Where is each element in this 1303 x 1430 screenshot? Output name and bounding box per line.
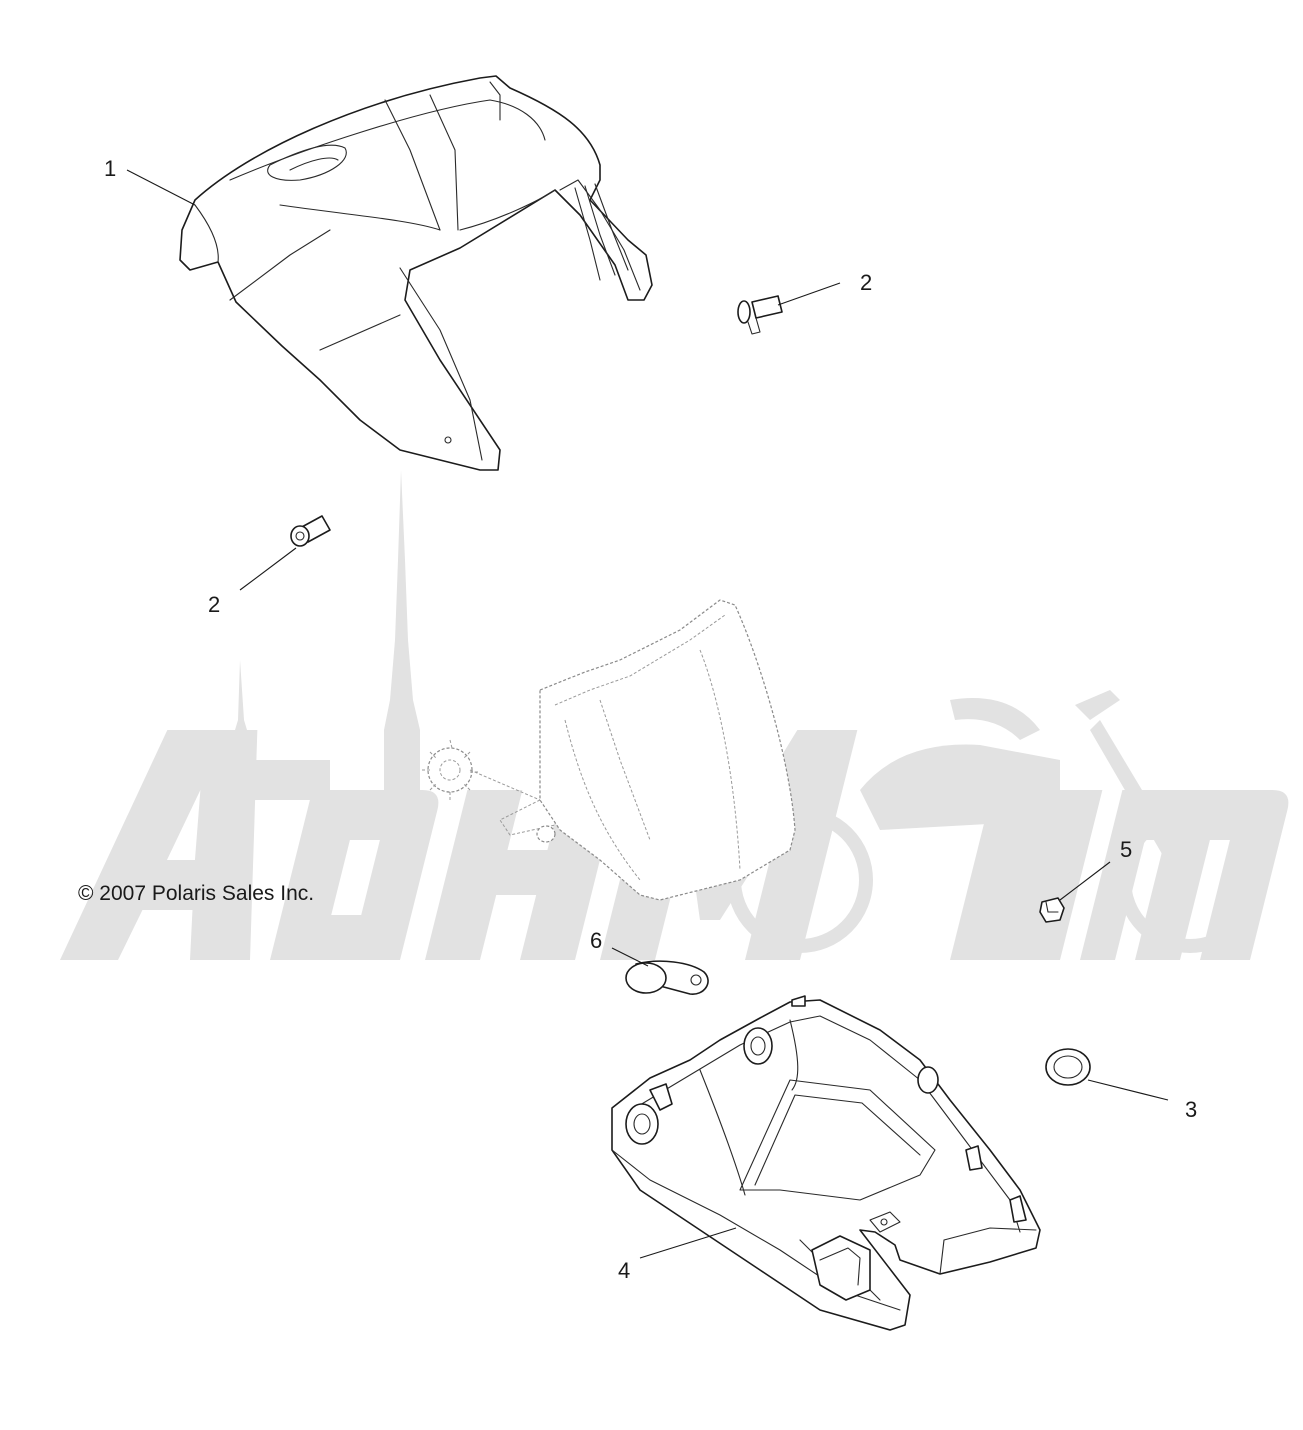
leader-4 — [1087, 1079, 1169, 1101]
part-5-clip — [1039, 897, 1065, 923]
callout-1: 1 — [104, 156, 116, 181]
leader-1 — [126, 169, 196, 206]
callout-4: 3 — [1185, 1097, 1197, 1122]
copyright-notice: © 2007 Polaris Sales Inc. — [78, 882, 314, 905]
leader-6 — [611, 947, 649, 967]
part-3-lower-housing — [611, 995, 1041, 1331]
watermark — [60, 470, 1289, 960]
part-4-ring — [1045, 1048, 1091, 1086]
callout-6: 6 — [590, 928, 602, 953]
callout-5: 5 — [1120, 837, 1132, 862]
part-2-screw-right — [737, 295, 783, 335]
part-2-screw-left — [290, 515, 331, 547]
headlight-assembly-reference — [422, 599, 796, 901]
part-6-grommet — [625, 960, 709, 995]
callout-2a: 2 — [860, 270, 872, 295]
leader-2a — [777, 282, 841, 306]
watermark-letters — [60, 730, 1289, 960]
leader-2b — [239, 547, 297, 591]
part-1-upper-cover — [179, 75, 653, 471]
callout-3: 4 — [618, 1258, 630, 1283]
leader-3 — [639, 1227, 737, 1259]
callout-2b: 2 — [208, 592, 220, 617]
leader-5 — [1059, 861, 1111, 901]
